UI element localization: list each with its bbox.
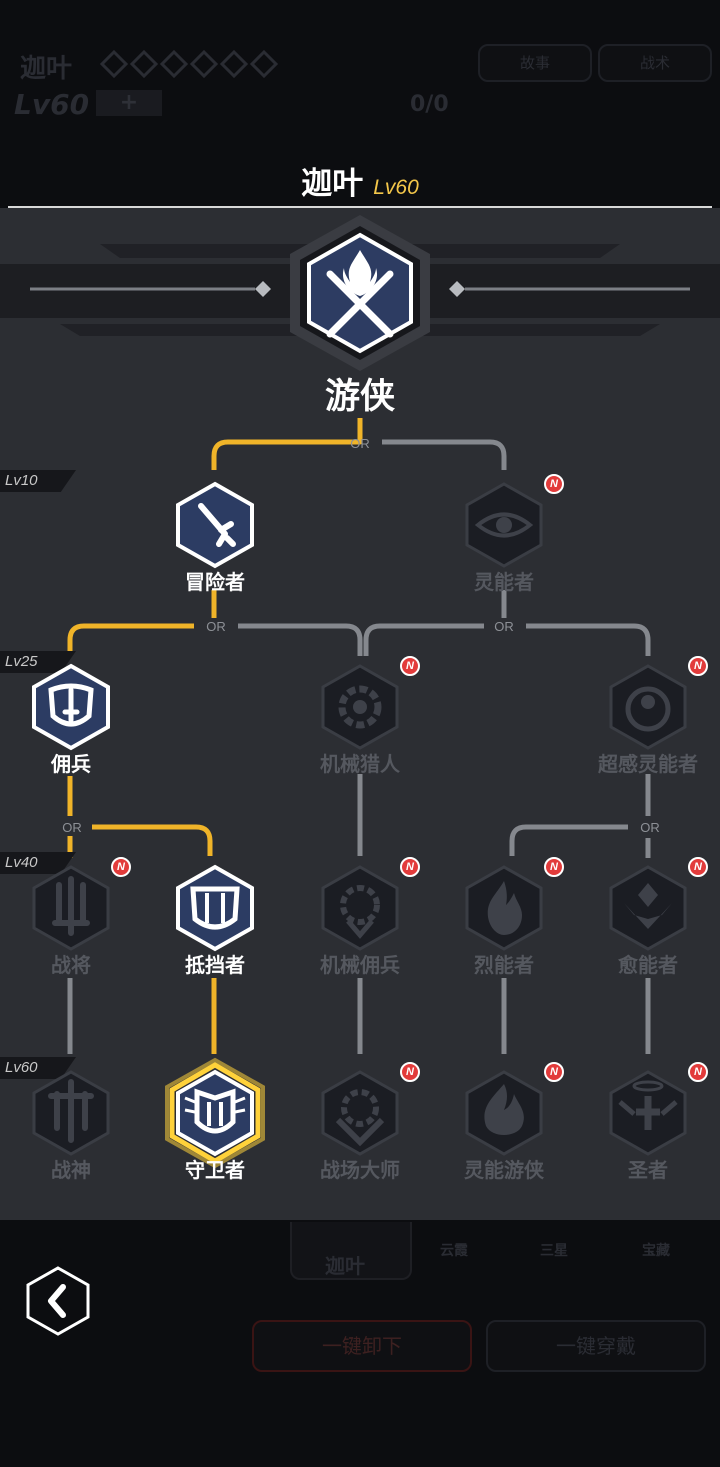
new-badge: N	[688, 857, 708, 877]
bg-tab-2: 三星	[540, 1243, 568, 1259]
path-adventurer-mercenary	[67, 590, 217, 656]
class-node-general[interactable]: N 战将	[0, 857, 146, 977]
or-label-superpsionic: OR	[640, 820, 660, 835]
hero-level: Lv60	[373, 176, 419, 199]
class-label-psionic: 灵能者	[474, 570, 534, 594]
class-node-adventurer[interactable]: 冒险者	[140, 480, 290, 594]
class-label-super-psionic: 超感灵能者	[598, 752, 698, 776]
sword-icon	[176, 481, 254, 569]
gear-crown-icon	[321, 1070, 399, 1156]
gear-icon	[321, 664, 399, 750]
class-label-psionic-ranger: 灵能游侠	[464, 1158, 544, 1182]
path-root-adventurer	[211, 418, 363, 470]
class-node-psionic[interactable]: N 灵能者	[429, 474, 579, 594]
or-label-adventurer: OR	[206, 619, 226, 634]
blaze-icon	[465, 1070, 543, 1156]
class-node-mech-hunter[interactable]: N 机械猎人	[285, 656, 435, 776]
class-label-saint: 圣者	[628, 1158, 668, 1182]
class-node-psionic-ranger[interactable]: N 灵能游侠	[429, 1062, 579, 1182]
back-button[interactable]	[25, 1266, 91, 1336]
class-node-saint[interactable]: N 圣者	[573, 1062, 720, 1182]
class-label-battle-master: 战场大师	[320, 1158, 400, 1182]
class-label-guardian: 守卫者	[185, 1158, 245, 1182]
root-medallion	[290, 215, 430, 371]
sword-shield-icon	[32, 663, 110, 751]
class-node-blocker[interactable]: 抵挡者	[140, 863, 290, 977]
class-label-general: 战将	[51, 953, 91, 977]
new-badge: N	[544, 857, 564, 877]
class-node-super-psionic[interactable]: N 超感灵能者	[573, 656, 720, 776]
bg-tab-3: 宝藏	[642, 1243, 670, 1259]
path-adventurer-mechhunter	[238, 623, 363, 656]
class-label-mech-hunter: 机械猎人	[320, 752, 400, 776]
level-tag-40: Lv40	[0, 852, 76, 874]
eye-icon	[465, 482, 543, 568]
new-badge: N	[688, 1062, 708, 1082]
new-badge: N	[544, 1062, 564, 1082]
bg-tab-1: 云霞	[440, 1243, 468, 1259]
bg-hero-card	[290, 1222, 412, 1280]
or-label-psionic: OR	[494, 619, 514, 634]
bg-hero-level: Lv60	[14, 88, 90, 121]
path-psionic-superpsionic	[526, 623, 651, 656]
class-node-war-god[interactable]: 战神	[0, 1068, 146, 1182]
class-label-war-god: 战神	[51, 1158, 91, 1182]
new-badge: N	[400, 857, 420, 877]
modal-header: 迦叶 Lv60	[8, 150, 712, 208]
path-root-psionic	[382, 439, 507, 470]
halo-cross-icon	[609, 1070, 687, 1156]
gear-target-icon	[321, 865, 399, 951]
bg-story-button: 故事	[478, 44, 592, 82]
path-superpsionic-flame	[509, 824, 628, 856]
bg-equip-all-button: 一键穿戴	[486, 1320, 706, 1372]
diamond-wings-icon	[609, 865, 687, 951]
bg-tactics-button: 战术	[598, 44, 712, 82]
chevron-left-icon	[48, 1284, 66, 1318]
bg-plus-icon: +	[96, 90, 162, 116]
level-tag-10: Lv10	[0, 470, 76, 492]
new-badge: N	[400, 1062, 420, 1082]
class-node-battle-master[interactable]: N 战场大师	[285, 1062, 435, 1182]
blades-icon	[32, 865, 110, 951]
class-label-flame-psionic: 烈能者	[474, 953, 534, 977]
bg-unequip-all-button: 一键卸下	[252, 1320, 472, 1372]
class-label-blocker: 抵挡者	[185, 953, 245, 977]
class-label-adventurer: 冒险者	[185, 570, 245, 594]
or-label-root: OR	[350, 436, 370, 451]
new-badge: N	[688, 656, 708, 676]
bg-card-name: 迦叶	[325, 1254, 365, 1278]
class-node-healer[interactable]: N 愈能者	[573, 857, 720, 977]
class-label-healer: 愈能者	[618, 953, 678, 977]
class-label-mech-mercenary: 机械佣兵	[320, 953, 400, 977]
or-label-mercenary: OR	[62, 820, 82, 835]
class-tree-connectors	[0, 215, 720, 1054]
path-psionic-mechhunter	[363, 590, 507, 656]
class-tree-panel: 游侠 OR OR OR OR OR Lv10 Lv25 Lv40 Lv60 冒险…	[0, 208, 720, 1220]
class-node-mercenary[interactable]: 佣兵	[0, 662, 146, 776]
heavy-shield-icon	[176, 864, 254, 952]
bg-hero-name: 迦叶	[20, 54, 73, 84]
new-badge: N	[400, 656, 420, 676]
class-node-mech-mercenary[interactable]: N 机械佣兵	[285, 857, 435, 977]
new-badge: N	[544, 474, 564, 494]
bg-progress: 0/0	[410, 92, 449, 117]
hero-name: 迦叶	[301, 166, 364, 202]
flame-icon	[465, 865, 543, 951]
level-tag-25: Lv25	[0, 651, 76, 673]
bg-star-rating-icon	[100, 50, 279, 78]
class-label-mercenary: 佣兵	[51, 752, 91, 776]
winged-shield-icon	[165, 1057, 265, 1169]
root-class-label: 游侠	[324, 377, 395, 417]
class-node-guardian[interactable]: 守卫者	[140, 1057, 290, 1182]
greatblade-icon	[32, 1070, 110, 1156]
level-tag-60: Lv60	[0, 1057, 76, 1079]
class-node-flame-psionic[interactable]: N 烈能者	[429, 857, 579, 977]
new-badge: N	[111, 857, 131, 877]
orb-icon	[609, 664, 687, 750]
path-mercenary-blocker	[92, 824, 213, 856]
